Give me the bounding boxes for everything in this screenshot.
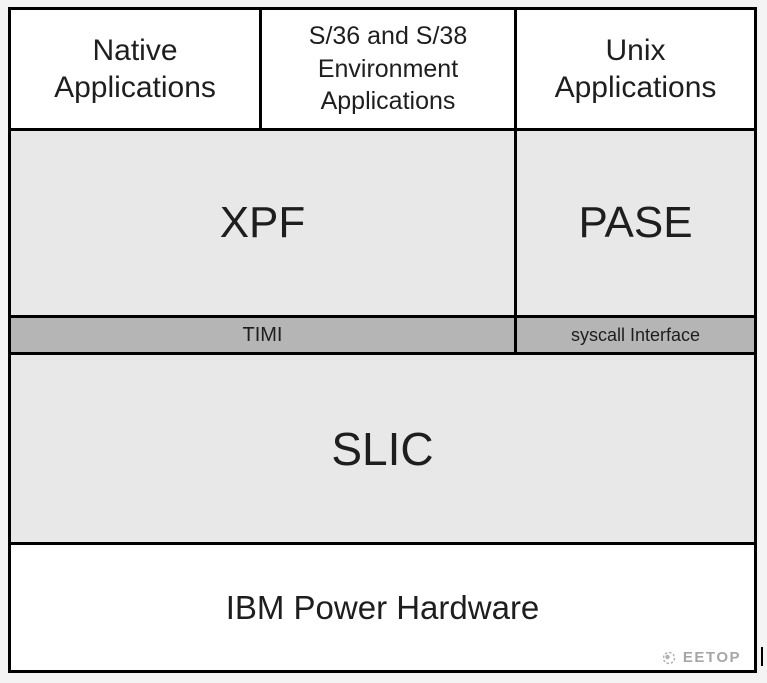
- os-layer-row: XPF PASE: [11, 131, 754, 318]
- syscall-interface-box: syscall Interface: [517, 318, 754, 352]
- s36-s38-environment-applications-box: S/36 and S/38 Environment Applications: [262, 10, 517, 128]
- hardware-layer-row: IBM Power Hardware: [11, 545, 754, 670]
- globe-icon: [661, 650, 677, 666]
- interface-layer-row: TIMI syscall Interface: [11, 318, 754, 355]
- applications-row: Native Applications S/36 and S/38 Enviro…: [11, 10, 754, 131]
- eetop-watermark: EETOP: [661, 649, 741, 666]
- timi-box: TIMI: [11, 318, 517, 352]
- slic-layer-row: SLIC: [11, 355, 754, 545]
- unix-applications-box: Unix Applications: [517, 10, 754, 128]
- xpf-box: XPF: [11, 131, 517, 315]
- native-applications-box: Native Applications: [11, 10, 262, 128]
- eetop-watermark-label: EETOP: [682, 649, 741, 666]
- pase-box: PASE: [517, 131, 754, 315]
- text-cursor: [761, 647, 763, 666]
- ibm-i-architecture-diagram: Native Applications S/36 and S/38 Enviro…: [8, 7, 757, 673]
- ibm-power-hardware-box: IBM Power Hardware: [11, 545, 754, 670]
- slic-box: SLIC: [11, 355, 754, 542]
